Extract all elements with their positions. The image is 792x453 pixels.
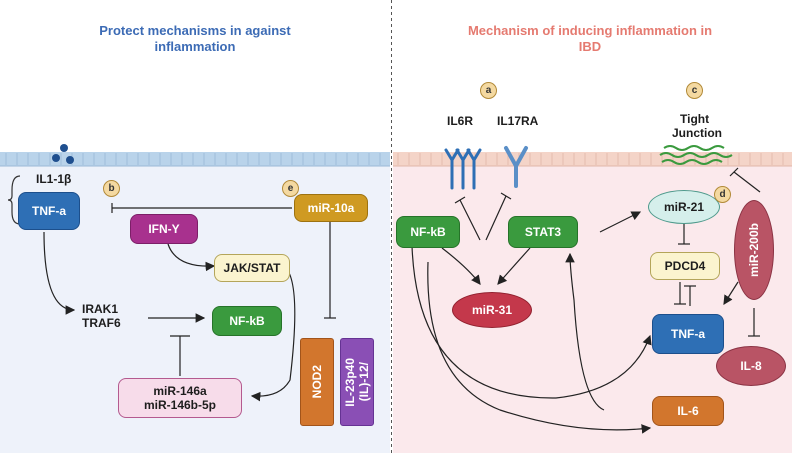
pdcd4-node: PDCD4 xyxy=(650,252,720,280)
il23-label: IL-23p40 xyxy=(343,357,357,407)
arrow-mir200b-tnfa xyxy=(723,281,739,306)
arrow-nfkb-tnfa xyxy=(411,245,652,399)
nf-kb-node-right: NF-kB xyxy=(396,216,460,248)
badge-a: a xyxy=(480,82,497,99)
tnf-a-node-left: TNF-a xyxy=(18,192,80,230)
arrow-il6-stat3 xyxy=(565,252,605,411)
mir-31-node: miR-31 xyxy=(452,292,532,328)
right-panel xyxy=(393,152,792,453)
right-title: Mechanism of inducing inflammation in IB… xyxy=(467,23,713,54)
il1b-particles xyxy=(52,144,74,164)
arrow-stat3-mir31 xyxy=(497,247,531,285)
il12-label: (IL)-12/ xyxy=(357,362,371,402)
mir-10a-node: miR-10a xyxy=(294,194,368,222)
il1b-label: IL1-1β xyxy=(36,172,72,186)
il-6-node: IL-6 xyxy=(652,396,724,426)
badge-e: e xyxy=(282,180,299,197)
ifn-y-node: IFN-Y xyxy=(130,214,198,244)
tight-junction-icon xyxy=(659,145,733,165)
left-title: Protect mechanisms in against inflammati… xyxy=(99,23,291,54)
tnf-a-node-right: TNF-a xyxy=(652,314,724,354)
mir-146b-label: miR-146b-5p xyxy=(143,398,217,412)
mir-21-node: miR-21 xyxy=(648,190,720,224)
il6r-label: IL6R xyxy=(447,114,474,128)
arrow-tnf-irak xyxy=(43,231,76,315)
jak-stat-node: JAK/STAT xyxy=(214,254,290,282)
arrow-stat3-mir21 xyxy=(599,211,642,233)
arrow-nfkb-mir31 xyxy=(441,247,481,285)
inhibit-il17ra xyxy=(485,195,507,241)
irak1-label: IRAK1 xyxy=(82,302,119,316)
mir-146a-label: miR-146a xyxy=(153,384,207,398)
badge-d: d xyxy=(714,186,731,203)
mir-146-node: miR-146a miR-146b-5p xyxy=(118,378,242,418)
nf-kb-node-left: NF-kB xyxy=(212,306,282,336)
il17ra-receptor-icon xyxy=(504,146,528,188)
traf6-label: TRAF6 xyxy=(82,316,121,330)
right-membrane xyxy=(393,152,792,167)
nod2-node: NOD2 xyxy=(300,338,334,426)
inhibit-mir200b-tj xyxy=(733,171,761,193)
nod2-label: NOD2 xyxy=(310,365,324,399)
mir-200b-label: miR-200b xyxy=(747,222,761,278)
mir-200b-node: miR-200b xyxy=(734,200,774,300)
badge-c: c xyxy=(686,82,703,99)
arrow-nfkb-il6 xyxy=(427,261,652,434)
il17ra-label: IL17RA xyxy=(497,114,539,128)
stat3-node: STAT3 xyxy=(508,216,578,248)
badge-b: b xyxy=(103,180,120,197)
arrow-jak-mir146 xyxy=(250,265,296,402)
tnf-bracket xyxy=(7,175,21,225)
tight-junction-label-1: Tight xyxy=(680,112,710,126)
arrow-ifn-jak xyxy=(167,243,216,272)
left-membrane xyxy=(0,152,390,167)
inhibit-il6r xyxy=(459,199,481,241)
il12-il23-node: IL-23p40 (IL)-12/ xyxy=(340,338,374,426)
il6r-receptor-icon xyxy=(444,148,482,190)
tight-junction-label-2: Junction xyxy=(672,126,722,140)
il-8-node: IL-8 xyxy=(716,346,786,386)
